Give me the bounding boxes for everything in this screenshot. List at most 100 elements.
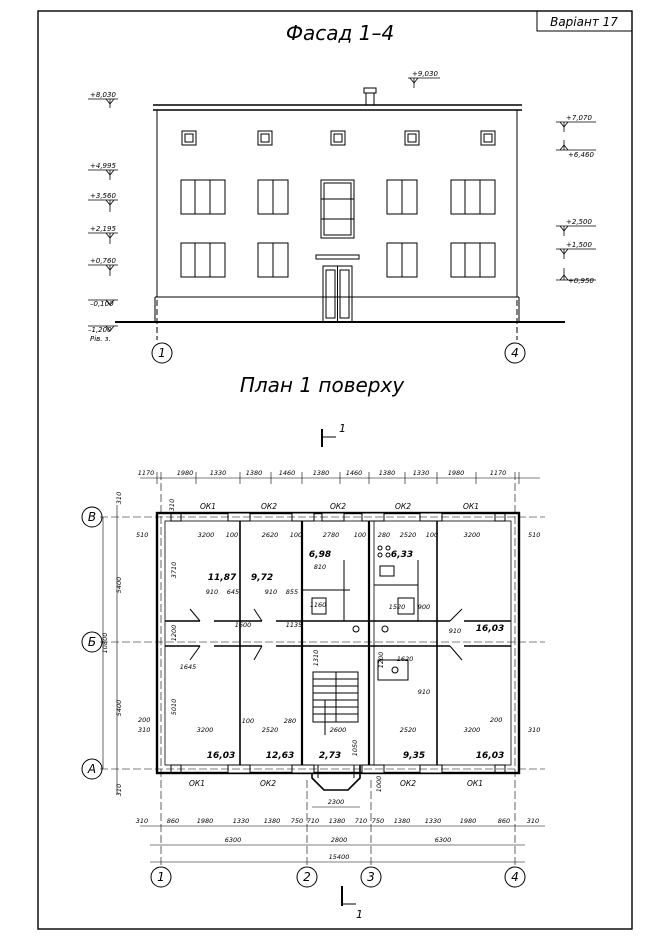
level-left-7: –1,200 bbox=[88, 326, 112, 334]
axis-col-4-bubble bbox=[504, 866, 526, 888]
inner-dim-4: 100 bbox=[290, 531, 302, 539]
room-area-9: 9,35 bbox=[403, 751, 425, 761]
inner-dim-26: 3200 bbox=[197, 726, 214, 734]
small-dim-6: 310 bbox=[528, 726, 540, 734]
level-right-5: +0,950 bbox=[568, 277, 594, 285]
window-top-1: ОК1 bbox=[200, 502, 216, 511]
axis-col-4: 4 bbox=[511, 870, 519, 884]
small-dim-5: 200 bbox=[490, 716, 502, 724]
level-left-5: +0,760 bbox=[90, 257, 116, 265]
inner-dim-33: 1050 bbox=[351, 740, 359, 757]
small-dim-8: 510 bbox=[528, 531, 540, 539]
bottom-dim-13: 1980 bbox=[460, 817, 477, 825]
inner-dim-25: 5010 bbox=[170, 699, 178, 716]
bottom-dim-4: 1330 bbox=[233, 817, 250, 825]
room-area-8: 2,73 bbox=[319, 751, 341, 761]
facade-axis-4: 4 bbox=[511, 346, 519, 360]
axis-col-1: 1 bbox=[157, 870, 165, 884]
inner-dim-37: 1200 bbox=[377, 652, 385, 669]
inner-dim-35: 1310 bbox=[312, 650, 320, 667]
level-note: Рів. з. bbox=[90, 335, 111, 343]
inner-dim-15: 855 bbox=[286, 588, 298, 596]
top-dim-9: 1330 bbox=[413, 469, 430, 477]
small-dim-3: 200 bbox=[138, 716, 150, 724]
small-dim-2: 510 bbox=[136, 531, 148, 539]
facade-drawing bbox=[115, 87, 565, 340]
facade-axis-1: 1 bbox=[158, 346, 166, 360]
window-bottom-4: ОК1 bbox=[467, 779, 483, 788]
inner-dim-38: 910 bbox=[449, 627, 461, 635]
axis-row-b-bubble bbox=[81, 631, 103, 653]
top-dim-7: 1460 bbox=[346, 469, 363, 477]
section-label-bottom: 1 bbox=[356, 908, 363, 921]
axis-row-v-bubble bbox=[81, 506, 103, 528]
room-area-3: 6,98 bbox=[309, 550, 331, 560]
section-mark-top bbox=[321, 429, 336, 447]
inner-dim-20: 1200 bbox=[170, 625, 178, 642]
inner-dim-31: 100 bbox=[242, 717, 254, 725]
inner-dim-21: 1600 bbox=[235, 621, 252, 629]
level-left-3: +3,560 bbox=[90, 192, 116, 200]
bottom-dim-1: 310 bbox=[136, 817, 148, 825]
variant-box bbox=[536, 10, 633, 32]
level-right-4: +1,500 bbox=[566, 241, 592, 249]
room-area-1: 11,87 bbox=[208, 573, 237, 583]
top-dim-11: 1170 bbox=[490, 469, 507, 477]
inner-dim-13: 645 bbox=[227, 588, 239, 596]
variant-label: Варіант 17 bbox=[550, 15, 618, 29]
room-area-10: 16,03 bbox=[476, 751, 504, 761]
inner-dim-28: 2600 bbox=[330, 726, 347, 734]
bottom-dim-11: 1380 bbox=[394, 817, 411, 825]
left-level-marks bbox=[88, 98, 118, 332]
plan-title: План 1 поверху bbox=[240, 373, 406, 397]
inner-dim-5: 2780 bbox=[323, 531, 340, 539]
overall-dim: 15400 bbox=[329, 853, 350, 861]
left-dim-2: 10800 bbox=[101, 633, 109, 654]
room-area-2: 9,72 bbox=[251, 573, 273, 583]
axis-col-1-bubble bbox=[150, 866, 172, 888]
window-bottom-2: ОК2 bbox=[260, 779, 276, 788]
axis-row-v: В bbox=[88, 510, 96, 524]
room-area-6: 16,03 bbox=[207, 751, 235, 761]
level-left-4: +2,195 bbox=[90, 225, 116, 233]
inner-dim-36: 910 bbox=[418, 688, 430, 696]
level-right-2: +6,460 bbox=[568, 151, 594, 159]
bottom-dim-5: 1380 bbox=[264, 817, 281, 825]
axis-col-3-bubble bbox=[360, 866, 382, 888]
plan-drawing bbox=[100, 472, 545, 866]
axis-col-2-bubble bbox=[296, 866, 318, 888]
inner-dim-9: 100 bbox=[426, 531, 438, 539]
axis-col-3: 3 bbox=[367, 870, 375, 884]
inner-dim-32: 280 bbox=[284, 717, 296, 725]
inner-dim-6: 100 bbox=[354, 531, 366, 539]
section-mark-bottom bbox=[341, 886, 356, 906]
inner-dim-8: 2520 bbox=[400, 531, 417, 539]
top-level-mark bbox=[408, 77, 440, 88]
bottom-dim-9: 710 bbox=[355, 817, 367, 825]
bottom-total-2: 2800 bbox=[331, 836, 348, 844]
inner-dim-3: 2620 bbox=[262, 531, 279, 539]
inner-dim-2: 100 bbox=[226, 531, 238, 539]
bottom-dim-7: 710 bbox=[307, 817, 319, 825]
room-area-5: 16,03 bbox=[476, 624, 504, 634]
window-top-2: ОК2 bbox=[261, 502, 277, 511]
level-left-6: –0,100 bbox=[90, 300, 114, 308]
dimension-lines bbox=[102, 472, 545, 863]
facade-axis-4-bubble bbox=[504, 342, 526, 364]
inner-dim-27: 2520 bbox=[262, 726, 279, 734]
left-dim-3: 5400 bbox=[115, 700, 123, 717]
inner-dim-11: 3710 bbox=[170, 562, 178, 579]
bottom-dim-3: 1980 bbox=[197, 817, 214, 825]
inner-dim-10: 3200 bbox=[464, 531, 481, 539]
level-left-1: +8,030 bbox=[90, 91, 116, 99]
window-top-4: ОК2 bbox=[395, 502, 411, 511]
small-dim-4: 310 bbox=[138, 726, 150, 734]
top-dim-2: 1980 bbox=[177, 469, 194, 477]
small-dim-7: 310 bbox=[115, 784, 123, 796]
room-area-4: 6,33 bbox=[391, 550, 413, 560]
small-dim-9: 310 bbox=[168, 499, 176, 511]
right-level-marks bbox=[556, 121, 596, 281]
axis-col-2: 2 bbox=[303, 870, 311, 884]
top-dim-8: 1380 bbox=[379, 469, 396, 477]
